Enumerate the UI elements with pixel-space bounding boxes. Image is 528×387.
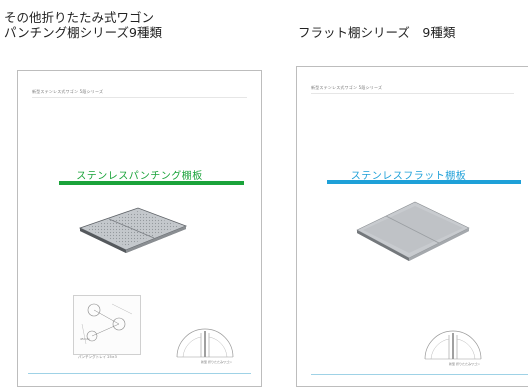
caption-line-1: その他折りたたみ式ワゴン [4,10,155,25]
diagram-caption: パンチングトレイ 25×3 [78,355,117,359]
dimension-diagram [73,295,141,355]
footer-divider [311,374,528,375]
caption-punching-series: その他折りたたみ式ワゴン パンチング棚シリーズ9種類 [4,10,162,40]
folding-shelf-icon [176,328,234,358]
fold-diagram [423,327,483,365]
folding-shelf-icon [424,330,482,360]
document-title: ステンレスパンチング棚板 [76,171,203,182]
dimension-drawing-icon [81,303,133,345]
tray-image-punching [76,207,188,263]
fold-diagram [175,325,235,363]
document-flat-shelf[interactable]: 新型ステンレス式ワゴン 5段シリーズ ステンレスフラット棚板 新型 折りたたみワ… [296,66,528,387]
document-header: 新型ステンレス式ワゴン 5段シリーズ [32,89,104,94]
flat-tray-icon [356,201,470,261]
header-divider [311,93,514,94]
footer-divider [28,373,251,374]
diagram-dimension-label: 45mm [80,337,90,341]
punching-tray-icon [78,207,188,253]
title-underline-bar [59,181,244,185]
document-punching-shelf[interactable]: 新型ステンレス式ワゴン 5段シリーズ ステンレスパンチング棚板 [17,70,262,387]
document-header: 新型ステンレス式ワゴン 5段シリーズ [311,85,383,90]
tray-image-flat [353,201,471,271]
title-underline-bar [327,180,521,184]
header-divider [32,97,247,98]
caption-flat-series: フラット棚シリーズ 9種類 [298,25,456,40]
document-title: ステンレスフラット棚板 [350,171,467,182]
fold-diagram-label: 新型 折りたたみワゴン [449,362,480,366]
caption-line-2: パンチング棚シリーズ9種類 [4,25,162,40]
fold-diagram-label: 新型 折りたたみワゴン [201,360,232,364]
